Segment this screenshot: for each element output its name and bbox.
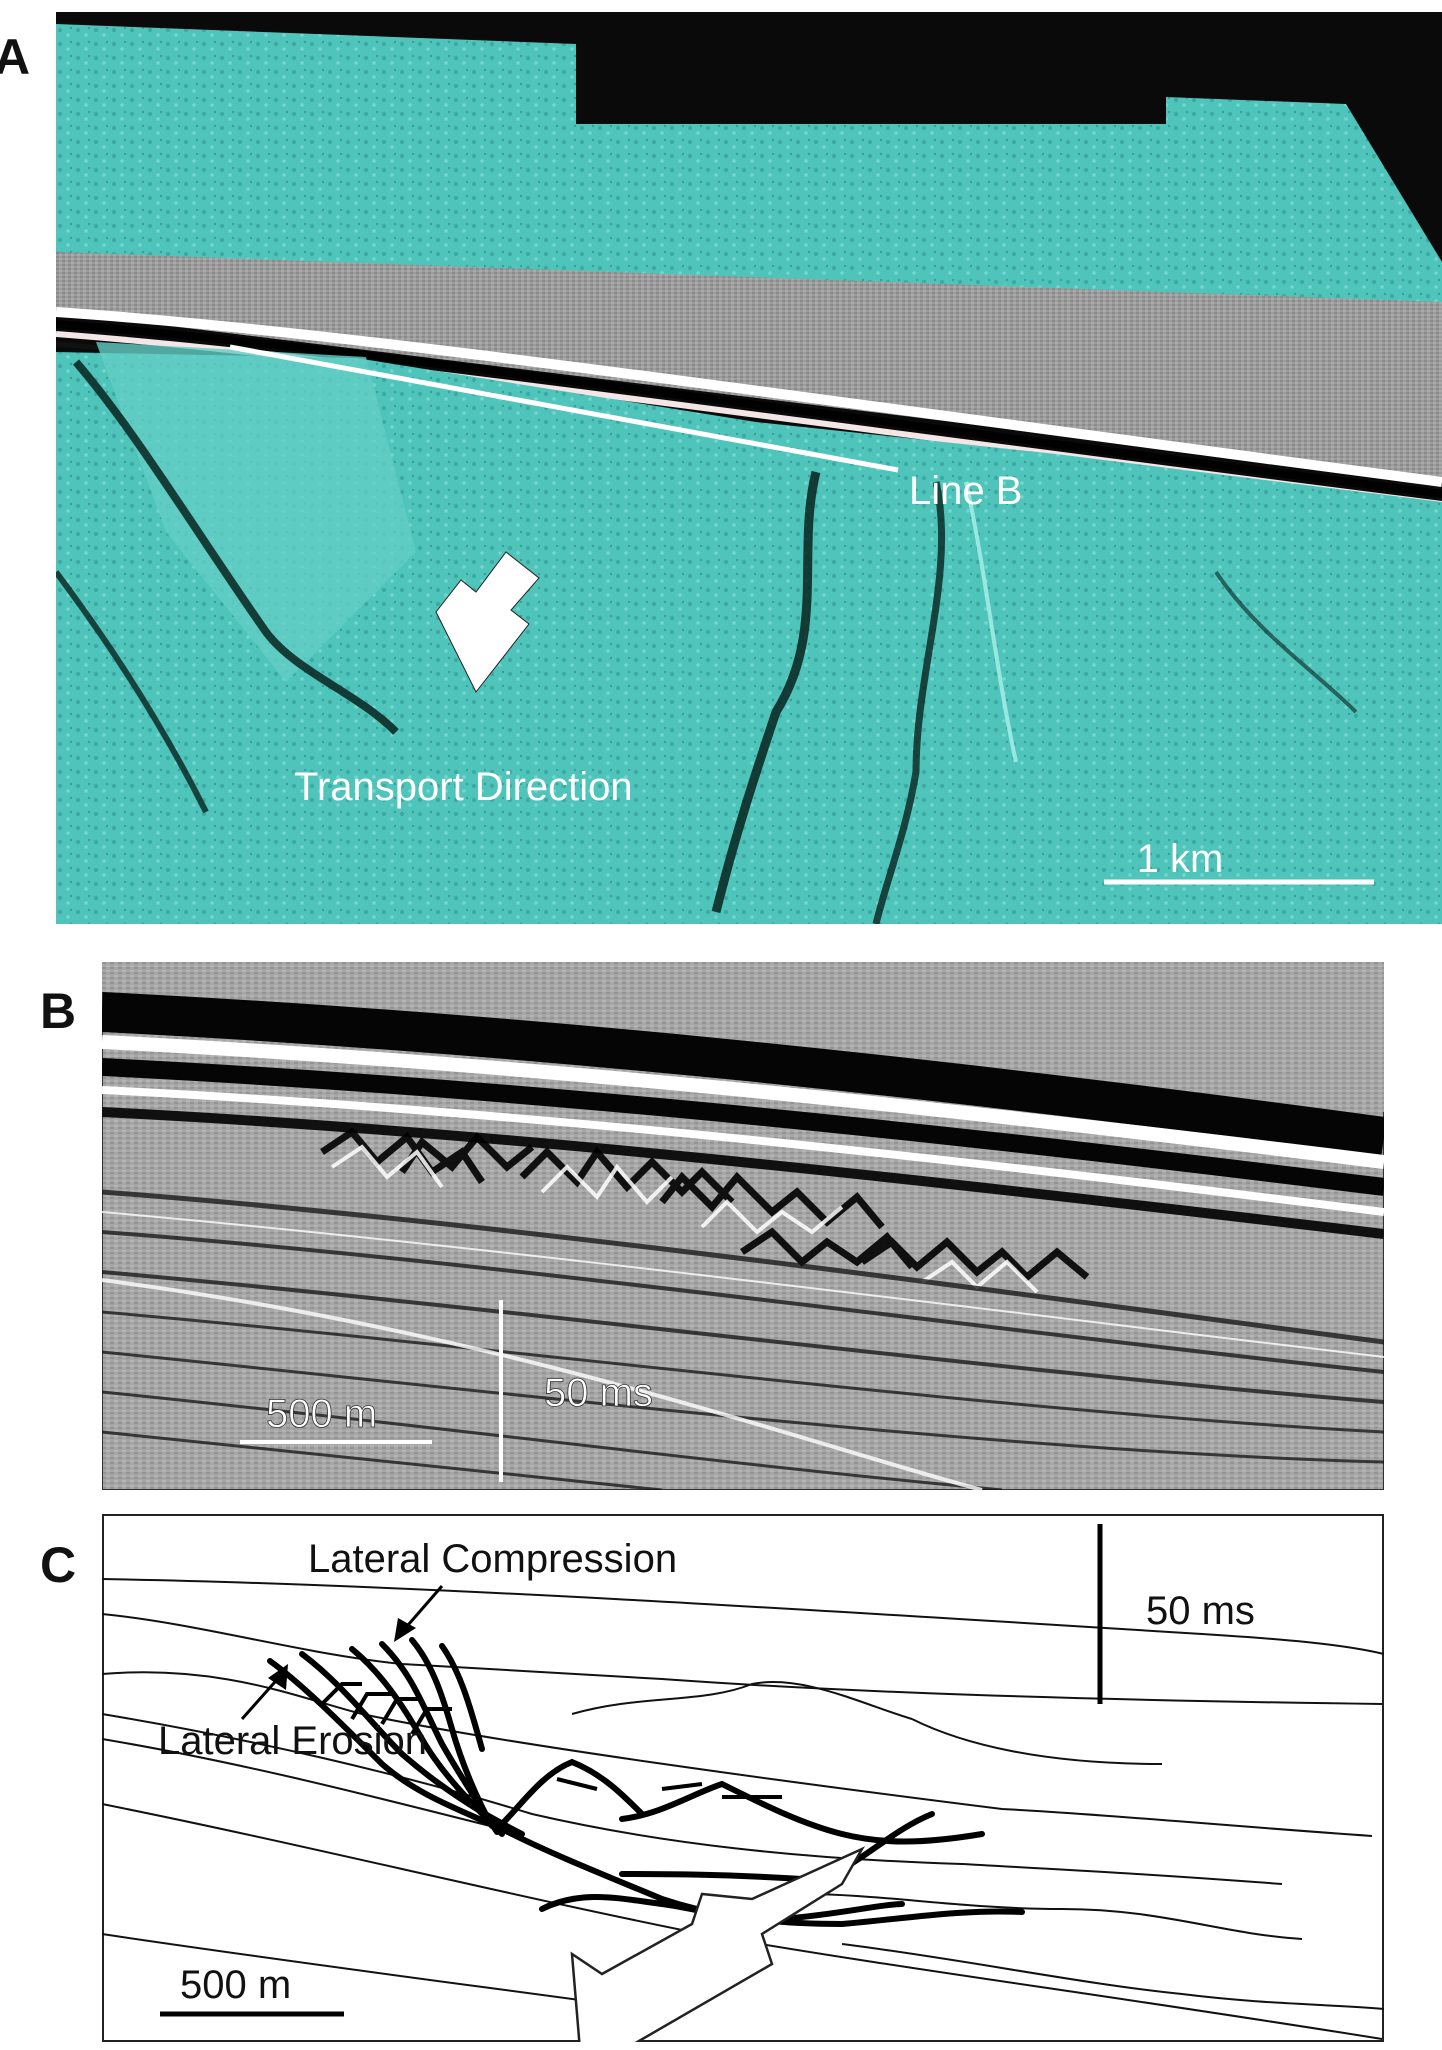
scale-label-50ms-c: 50 ms	[1146, 1589, 1255, 1633]
seismic-slab	[56, 252, 1442, 482]
transport-direction-arrow-icon	[435, 551, 540, 693]
panel-a-seafloor-render: Line B Transport Direction 1 km	[56, 12, 1442, 924]
lateral-compression-arrow-icon	[394, 1618, 416, 1642]
line-b-trace	[229, 344, 899, 473]
slide-block	[96, 342, 416, 682]
transport-direction-label: Transport Direction	[294, 765, 633, 809]
scale-label-1km: 1 km	[1137, 837, 1224, 881]
lower-seafloor	[56, 352, 1442, 924]
panel-letter-b: B	[40, 983, 77, 1039]
lateral-compression-label: Lateral Compression	[308, 1537, 677, 1581]
line-b-label: Line B	[909, 469, 1022, 513]
lateral-erosion-arrow-icon	[268, 1664, 288, 1690]
scale-label-500m: 500 m	[266, 1392, 377, 1436]
panel-b-seismic-section: 500 m 50 ms	[102, 962, 1384, 1490]
upper-seafloor	[56, 24, 1442, 342]
panel-letter-a: A	[0, 29, 31, 85]
transport-arrow-icon	[570, 1846, 866, 2042]
lateral-erosion-label: Lateral Erosion	[158, 1719, 427, 1763]
panel-c-interpretation: Lateral Compression Lateral Erosion 50 m…	[102, 1514, 1384, 2042]
scale-label-50ms: 50 ms	[544, 1371, 653, 1415]
scale-label-500m-c: 500 m	[180, 1963, 291, 2007]
panel-letter-c: C	[40, 1537, 77, 1593]
